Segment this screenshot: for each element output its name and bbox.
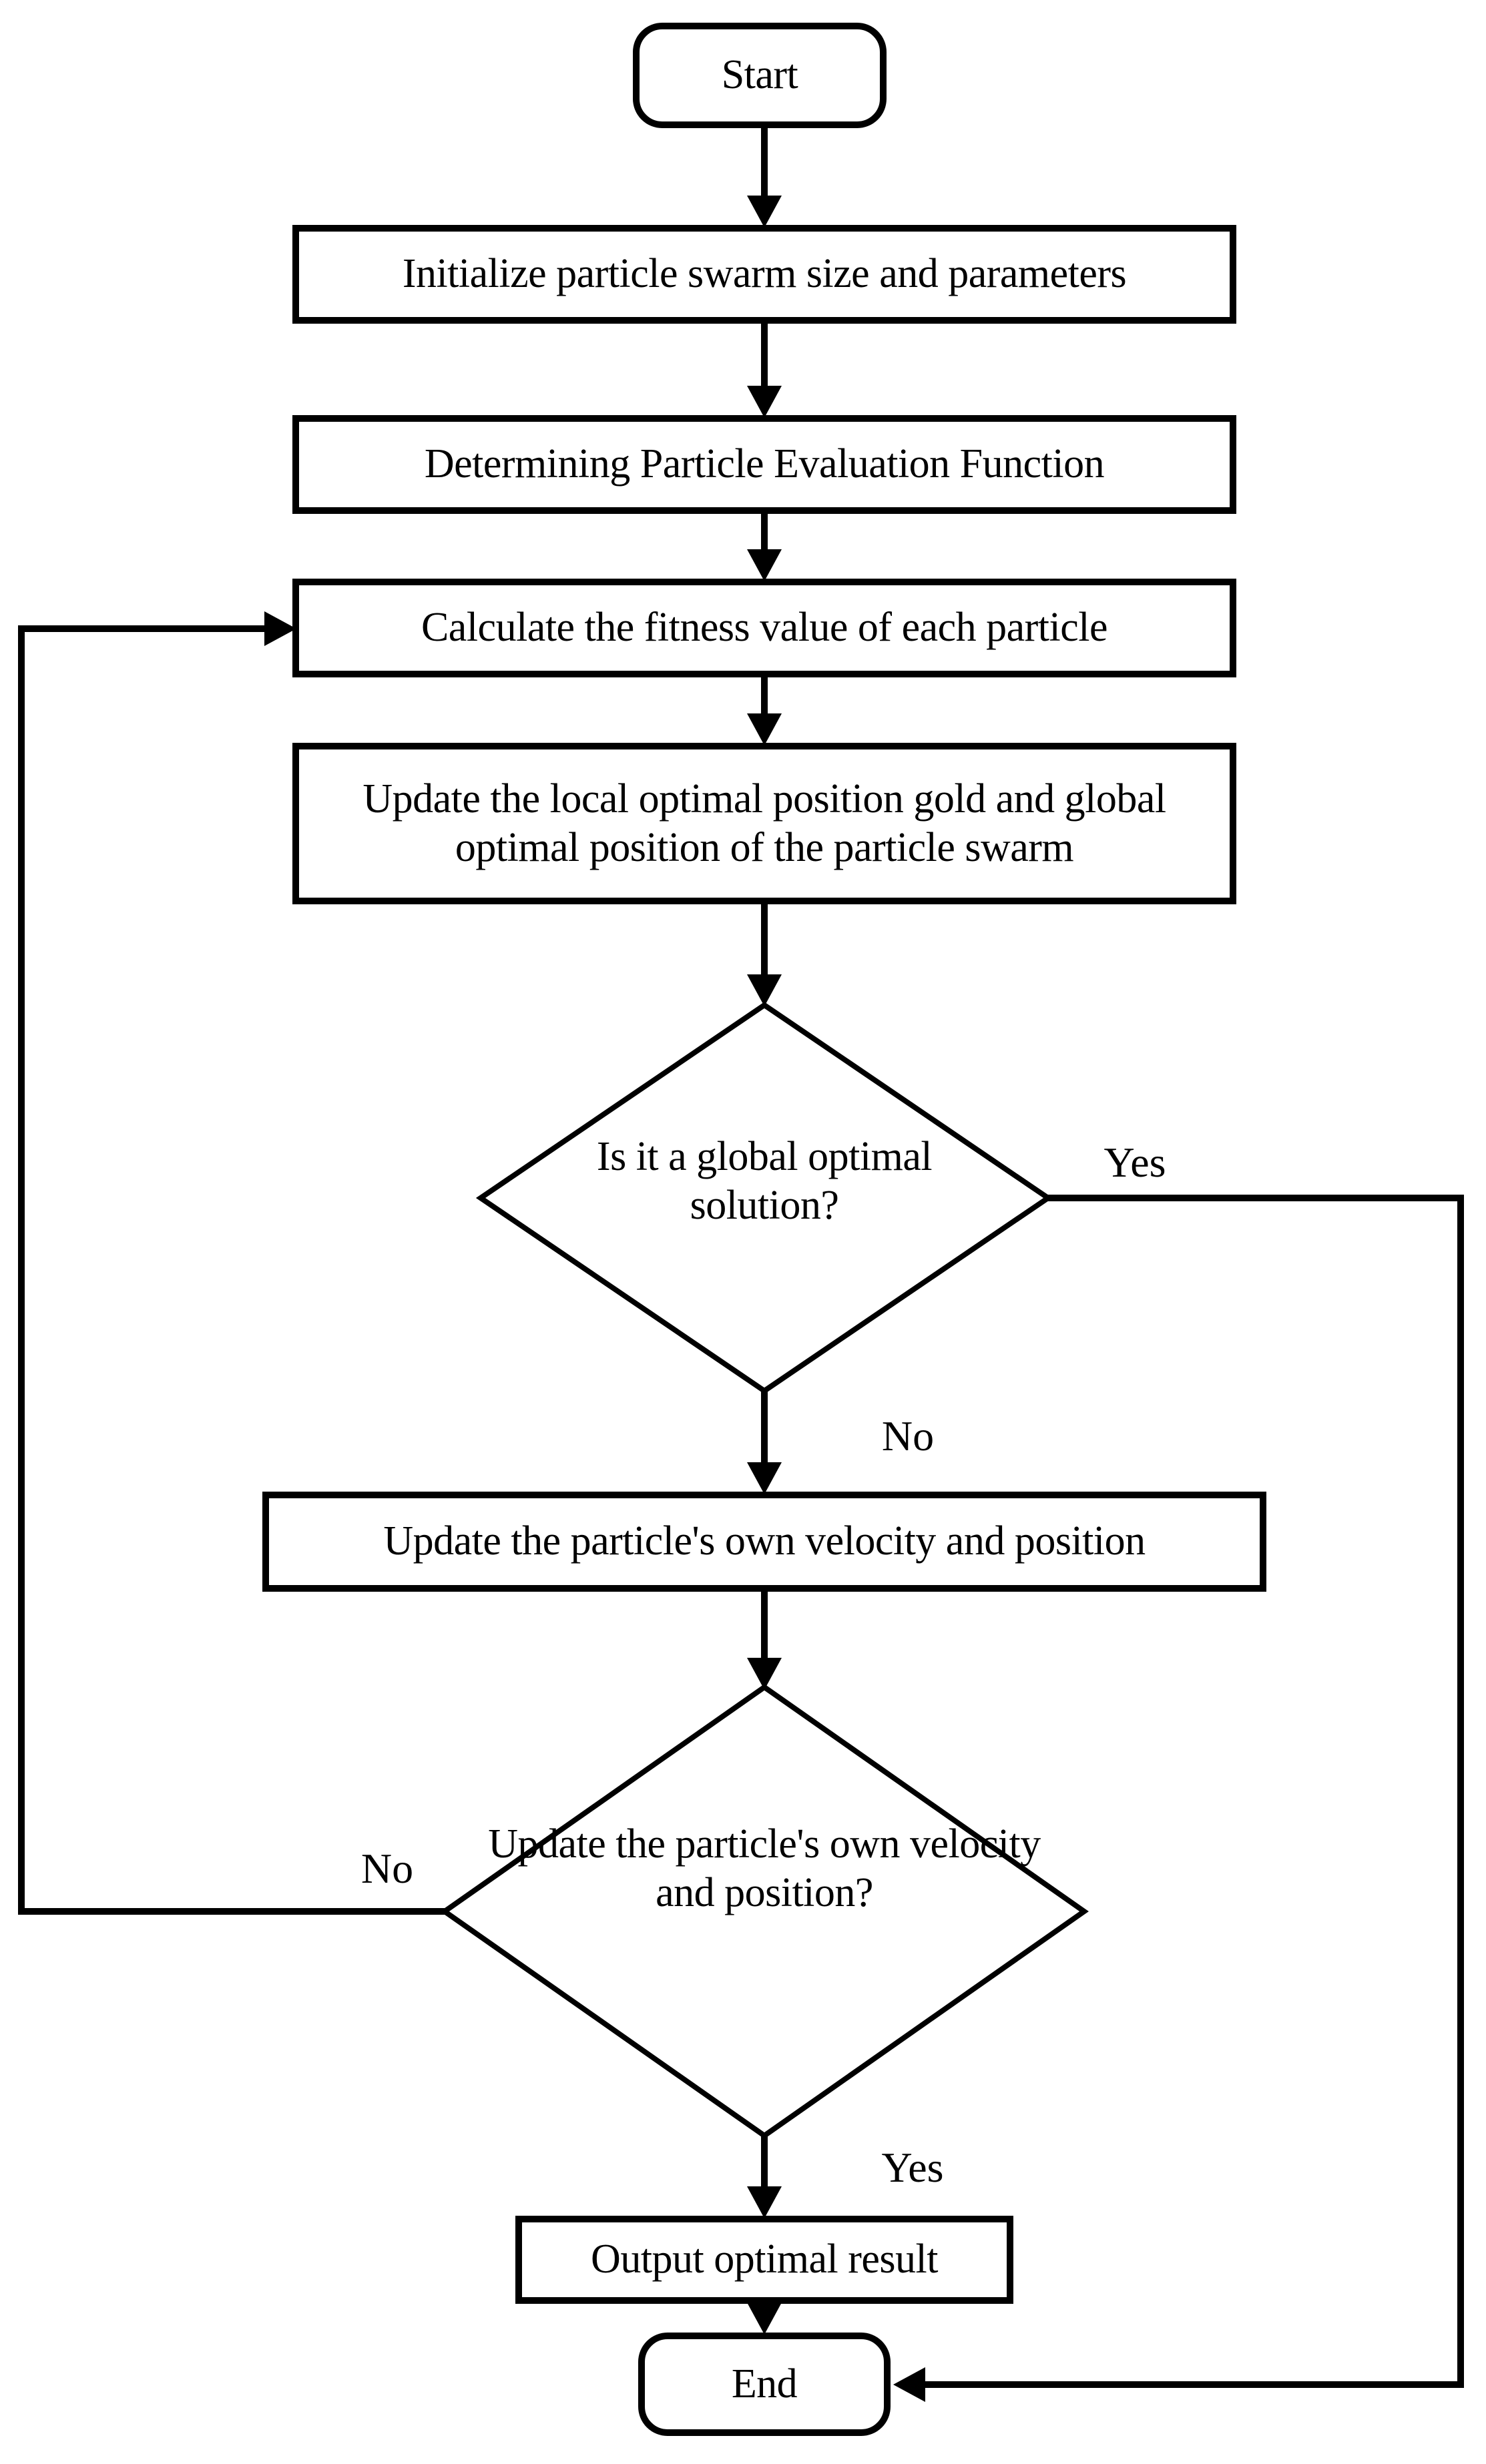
- node-end-label: End: [731, 2361, 798, 2407]
- node-start: Start: [633, 23, 887, 128]
- node-calculate-fitness: Calculate the fitness value of each part…: [292, 579, 1236, 677]
- arrowhead-into-updatevel: [747, 1462, 782, 1494]
- node-update-optimal-positions-label: Update the local optimal position gold a…: [362, 776, 1166, 870]
- node-end: End: [638, 2333, 891, 2436]
- arrowhead-into-end-right: [893, 2367, 925, 2402]
- arrowhead-into-fitness: [747, 549, 782, 581]
- node-update-velocity-position: Update the particle's own velocity and p…: [262, 1492, 1266, 1592]
- edge-label-global-yes: Yes: [1103, 1139, 1166, 1186]
- edge-label-global-no: No: [881, 1412, 935, 1460]
- node-update-optimal-positions: Update the local optimal position gold a…: [292, 743, 1236, 904]
- decision-diamond-update: [440, 1684, 1089, 2139]
- node-calculate-fitness-label: Calculate the fitness value of each part…: [421, 605, 1108, 651]
- decision-update-label: Update the particle's own velocity and p…: [488, 1821, 1041, 1915]
- edge-label-update-no: No: [360, 1845, 414, 1892]
- node-start-label: Start: [721, 52, 798, 98]
- arrowhead-into-init: [747, 196, 782, 228]
- node-initialize-swarm-label: Initialize particle swarm size and param…: [402, 251, 1127, 297]
- arrowhead-into-updatebest: [747, 713, 782, 745]
- edge-label-update-yes: Yes: [881, 2144, 944, 2191]
- decision-global-label: Is it a global optimal solution?: [596, 1133, 933, 1228]
- node-update-velocity-position-label: Update the particle's own velocity and p…: [383, 1518, 1146, 1564]
- node-output-result-label: Output optimal result: [591, 2236, 938, 2282]
- edge-decision1-yes-to-end: [923, 1195, 1464, 2388]
- arrowhead-into-output: [747, 2186, 782, 2218]
- arrowhead-into-decision2: [747, 1658, 782, 1690]
- node-initialize-swarm: Initialize particle swarm size and param…: [292, 225, 1236, 324]
- node-evaluation-function: Determining Particle Evaluation Function: [292, 415, 1236, 514]
- node-evaluation-function-label: Determining Particle Evaluation Function: [424, 441, 1105, 487]
- node-output-result: Output optimal result: [515, 2216, 1013, 2304]
- decision-diamond-global: [475, 1002, 1053, 1394]
- arrowhead-into-end-top: [747, 2302, 782, 2335]
- arrowhead-into-evalfn: [747, 386, 782, 418]
- arrowhead-into-decision1: [747, 974, 782, 1006]
- edge-decision2-no-to-fitness: [18, 625, 445, 1915]
- arrowhead-into-fitness-left: [264, 611, 296, 646]
